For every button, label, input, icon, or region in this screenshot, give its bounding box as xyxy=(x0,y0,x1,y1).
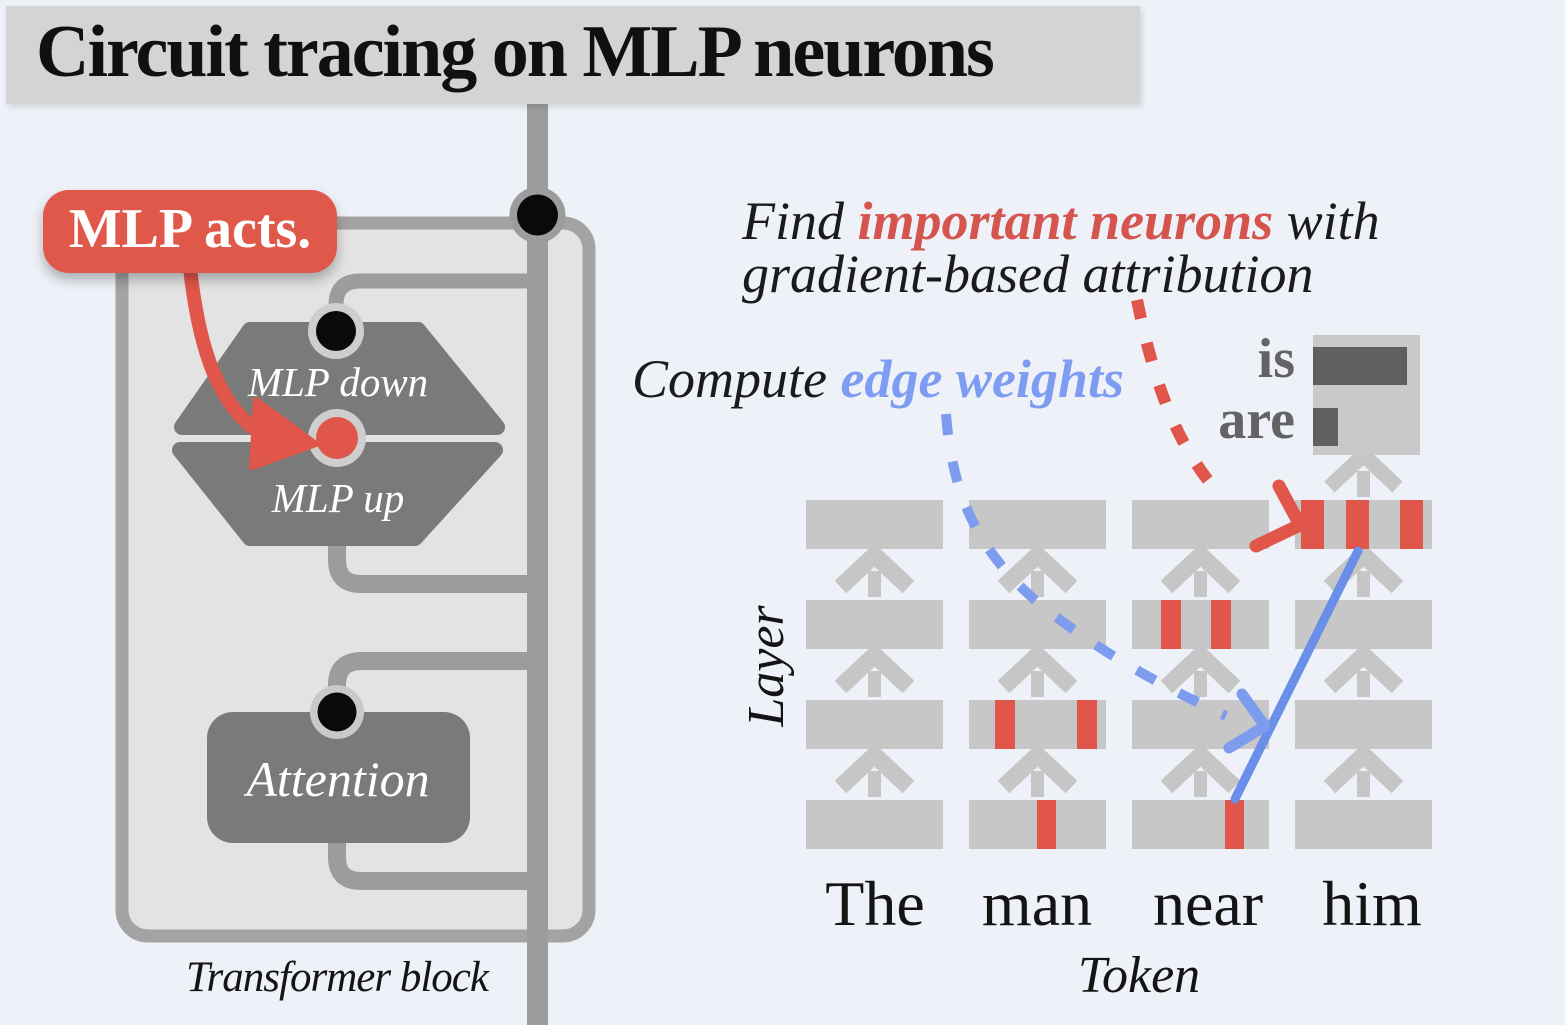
logit-bar xyxy=(1313,408,1338,446)
find-annotation-line1: Find important neurons with xyxy=(742,194,1380,248)
important-neurons-arrowhead-icon xyxy=(1249,479,1307,553)
grid-cell xyxy=(969,600,1106,649)
grid-cell xyxy=(1132,500,1269,549)
up-arrow-icon xyxy=(997,543,1078,594)
find-annotation-suffix: with xyxy=(1273,191,1380,251)
mlp-acts-callout: MLP acts. xyxy=(43,190,337,273)
up-arrow-icon xyxy=(834,643,915,694)
find-annotation: Find important neurons with gradient-bas… xyxy=(742,194,1380,304)
token-label-man: man xyxy=(981,868,1093,939)
edge-weight-line xyxy=(1230,546,1363,804)
neuron-stripe xyxy=(1077,700,1097,749)
attention-label: Attention xyxy=(246,751,430,807)
token-label-the: The xyxy=(825,868,925,939)
grid-cell xyxy=(969,500,1106,549)
mlp-acts-callout-label: MLP acts. xyxy=(68,197,312,260)
neuron-stripe xyxy=(1211,600,1231,649)
layer-axis-label: Layer xyxy=(737,605,795,727)
neuron-stripe xyxy=(1301,500,1324,549)
important-neuron-stripes xyxy=(995,500,1423,849)
transformer-block-caption: Transformer block xyxy=(186,954,489,1001)
attention-output-connector xyxy=(328,843,537,890)
neuron-stripe xyxy=(995,700,1015,749)
mlp-input-node-dot xyxy=(316,311,356,351)
grid-cell xyxy=(806,800,943,849)
mlp-down-label: MLP down xyxy=(247,359,429,405)
up-arrow-icon xyxy=(1323,643,1404,694)
compute-annotation: Compute edge weights xyxy=(632,352,1124,406)
important-neurons-dashed-arrow xyxy=(1131,298,1221,494)
attention-box xyxy=(207,712,470,843)
neuron-stripe xyxy=(1037,800,1056,849)
residual-node-dot xyxy=(517,194,558,236)
token-axis-label: Token xyxy=(1077,947,1201,1004)
mlp-up-hexagon xyxy=(172,442,503,546)
grid-cell xyxy=(806,600,943,649)
mlp-up-label: MLP up xyxy=(271,475,405,521)
grid-cell xyxy=(1295,700,1432,749)
up-arrow-icon xyxy=(1160,743,1241,794)
logit-bars xyxy=(1313,347,1407,446)
neuron-stripe xyxy=(1400,500,1423,549)
callout-arrow-curve xyxy=(183,261,259,434)
find-annotation-highlight: important neurons xyxy=(857,191,1274,251)
grid-cell xyxy=(1132,600,1269,649)
up-arrow-icon xyxy=(1160,543,1241,594)
up-arrow-icon xyxy=(834,543,915,594)
neuron-stripe xyxy=(1346,500,1369,549)
grid-cell xyxy=(1132,800,1269,849)
layer-up-arrows xyxy=(834,444,1404,797)
up-arrow-icon xyxy=(834,743,915,794)
transformer-block-diagram xyxy=(115,103,596,1025)
edge-weights-dashed-arrow xyxy=(941,413,1229,721)
logit-bar xyxy=(1313,347,1407,385)
neuron-stripe xyxy=(1225,800,1244,849)
mlp-output-connector xyxy=(328,538,537,593)
grid-cell xyxy=(806,700,943,749)
attention-input-connector xyxy=(328,652,537,712)
mlp-acts-node-dot xyxy=(316,417,358,459)
up-arrow-icon xyxy=(1323,743,1404,794)
grid-cell xyxy=(1295,800,1432,849)
logit-label-is: is xyxy=(1257,328,1295,390)
up-arrow-icon xyxy=(1160,643,1241,694)
token-label-him: him xyxy=(1322,868,1422,939)
neuron-stripe xyxy=(1161,600,1181,649)
title-bar: Circuit tracing on MLP neurons xyxy=(6,6,1140,104)
logit-label-are: are xyxy=(1218,389,1295,451)
callout-arrowhead-icon xyxy=(249,397,319,470)
up-arrow-icon xyxy=(997,643,1078,694)
find-annotation-prefix: Find xyxy=(742,191,858,251)
token-label-near: near xyxy=(1152,868,1264,939)
compute-annotation-highlight: edge weights xyxy=(840,349,1124,409)
up-arrow-icon xyxy=(997,743,1078,794)
compute-annotation-prefix: Compute xyxy=(632,349,841,409)
page-title: Circuit tracing on MLP neurons xyxy=(36,10,995,93)
grid-cell xyxy=(806,500,943,549)
find-annotation-line2: gradient-based attribution xyxy=(742,244,1314,304)
edge-weights-arrowhead-icon xyxy=(1223,688,1271,754)
attention-node-dot xyxy=(317,692,357,732)
